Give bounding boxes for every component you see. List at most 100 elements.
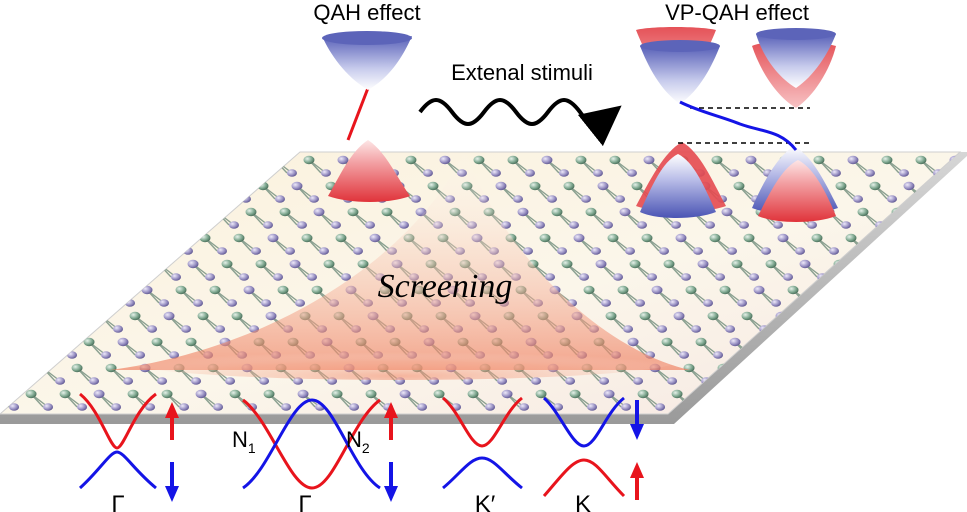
lattice-atom <box>901 259 913 269</box>
lattice-atom <box>233 233 245 243</box>
lattice-atom <box>639 311 651 321</box>
lattice-bond <box>894 289 908 304</box>
lattice-atom <box>915 155 927 165</box>
lattice-atom <box>161 389 173 399</box>
lattice-atom <box>569 221 579 229</box>
lattice-atom <box>729 337 741 347</box>
lattice-atom <box>427 181 439 191</box>
lattice-atom <box>719 285 731 295</box>
lattice-bond <box>914 393 928 408</box>
lattice-bond <box>0 393 10 408</box>
lattice-atom <box>643 155 655 165</box>
lattice-atom <box>335 233 347 243</box>
lattice-atom <box>735 377 746 385</box>
lattice-atom <box>557 247 568 255</box>
lattice-atom <box>281 403 292 411</box>
lattice-bond <box>824 367 843 382</box>
lattice-bond <box>918 237 937 252</box>
lattice-atom <box>485 403 496 411</box>
lattice-atom <box>757 403 768 411</box>
lattice-atom <box>320 169 331 177</box>
lattice-atom <box>614 195 625 203</box>
lattice-atom <box>873 299 884 307</box>
lattice-atom <box>59 389 71 399</box>
lattice-atom <box>217 247 228 255</box>
lattice-atom <box>181 325 192 333</box>
lattice-atom <box>807 221 817 229</box>
lattice-atom <box>546 195 557 203</box>
lattice-bond <box>904 341 918 356</box>
lattice-atom <box>895 325 906 333</box>
red-up-arrow-icon <box>630 462 644 500</box>
lattice-atom <box>585 207 597 217</box>
lattice-atom <box>753 285 765 295</box>
band-red-curve <box>79 392 157 450</box>
lattice-bond <box>930 211 944 226</box>
lattice-atom <box>881 155 893 165</box>
lattice-bond <box>846 393 860 408</box>
lattice-bond <box>778 393 792 408</box>
k-label: K <box>575 491 591 512</box>
lattice-atom <box>773 389 785 399</box>
lattice-atom <box>77 403 88 411</box>
lattice-atom <box>847 155 859 165</box>
lattice-atom <box>963 325 967 333</box>
lattice-atom <box>273 273 284 281</box>
lattice-atom <box>153 259 165 269</box>
lattice-atom <box>933 337 945 347</box>
lattice-bond <box>836 341 850 356</box>
lattice-atom <box>297 221 307 229</box>
lattice-atom <box>945 311 957 321</box>
band-panel-kprime: K′ <box>441 396 523 512</box>
lattice-atom <box>661 337 673 347</box>
lattice-atom <box>825 403 836 411</box>
lattice-atom <box>295 299 306 307</box>
lattice-atom <box>123 377 134 385</box>
lattice-atom <box>311 285 323 295</box>
lattice-atom <box>347 207 359 217</box>
lattice-bond <box>790 367 809 382</box>
lattice-atom <box>365 389 377 399</box>
lattice-bond <box>950 315 960 330</box>
vpqah-blue-band-line <box>679 100 798 151</box>
lattice-bond <box>916 315 935 330</box>
lattice-atom <box>147 325 158 333</box>
lattice-atom <box>592 169 603 177</box>
lattice-atom <box>599 377 610 385</box>
lattice-atom <box>83 337 95 347</box>
lattice-atom <box>869 181 881 191</box>
lattice-atom <box>721 207 733 217</box>
lattice-atom <box>365 221 375 229</box>
lattice-atom <box>439 155 451 165</box>
lattice-atom <box>803 377 814 385</box>
lattice-atom <box>293 377 304 385</box>
lattice-atom <box>851 273 862 281</box>
lattice-atom <box>861 325 872 333</box>
lattice-bond <box>8 367 27 382</box>
lattice-bond <box>778 393 797 408</box>
lattice-atom <box>297 389 309 399</box>
lattice-atom <box>603 221 613 229</box>
lattice-atom <box>623 325 634 333</box>
lattice-atom <box>261 299 272 307</box>
vpqah-right-pair <box>752 28 838 222</box>
lattice-atom <box>733 181 745 191</box>
qah-title: QAH effect <box>313 0 420 25</box>
lattice-atom <box>145 403 156 411</box>
lattice-atom <box>101 351 112 359</box>
lattice-bond <box>848 315 867 330</box>
lattice-atom <box>839 299 850 307</box>
qah-blue-cone <box>322 36 412 90</box>
lattice-atom <box>737 299 748 307</box>
lattice-bond <box>872 263 891 278</box>
lattice-atom <box>707 311 719 321</box>
band-red-curve <box>542 458 626 498</box>
lattice-bond <box>802 341 816 356</box>
lattice-atom <box>257 181 269 191</box>
lattice-atom <box>811 233 823 243</box>
lattice-atom <box>279 207 291 217</box>
lattice-atom <box>897 247 908 255</box>
lattice-bond <box>66 315 85 330</box>
lattice-atom <box>3 363 15 373</box>
lattice-atom <box>209 285 221 295</box>
